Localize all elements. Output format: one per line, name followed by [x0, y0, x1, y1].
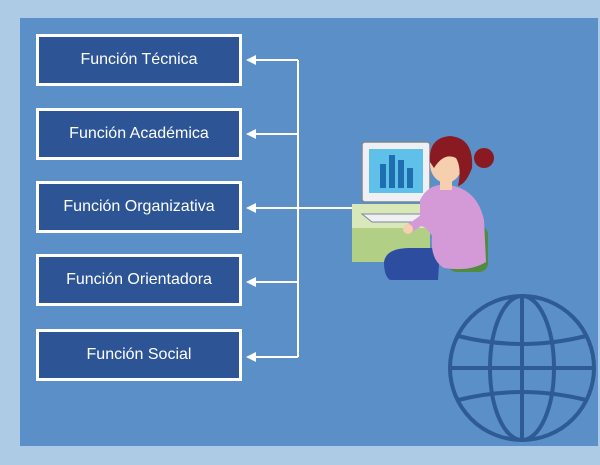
function-label: Función Técnica — [80, 51, 198, 68]
function-box-organizativa: Función Organizativa — [36, 181, 242, 233]
function-box-social: Función Social — [36, 329, 242, 381]
connectors — [246, 55, 362, 362]
function-box-tecnica: Función Técnica — [36, 34, 242, 86]
function-label: Función Social — [86, 346, 192, 363]
globe-icon — [448, 294, 596, 442]
function-label: Función Organizativa — [63, 198, 215, 215]
function-box-academica: Función Académica — [36, 108, 242, 160]
function-label: Función Orientadora — [66, 271, 212, 288]
person-at-computer-icon — [352, 136, 494, 280]
function-box-orientadora: Función Orientadora — [36, 254, 242, 306]
function-label: Función Académica — [69, 125, 209, 142]
